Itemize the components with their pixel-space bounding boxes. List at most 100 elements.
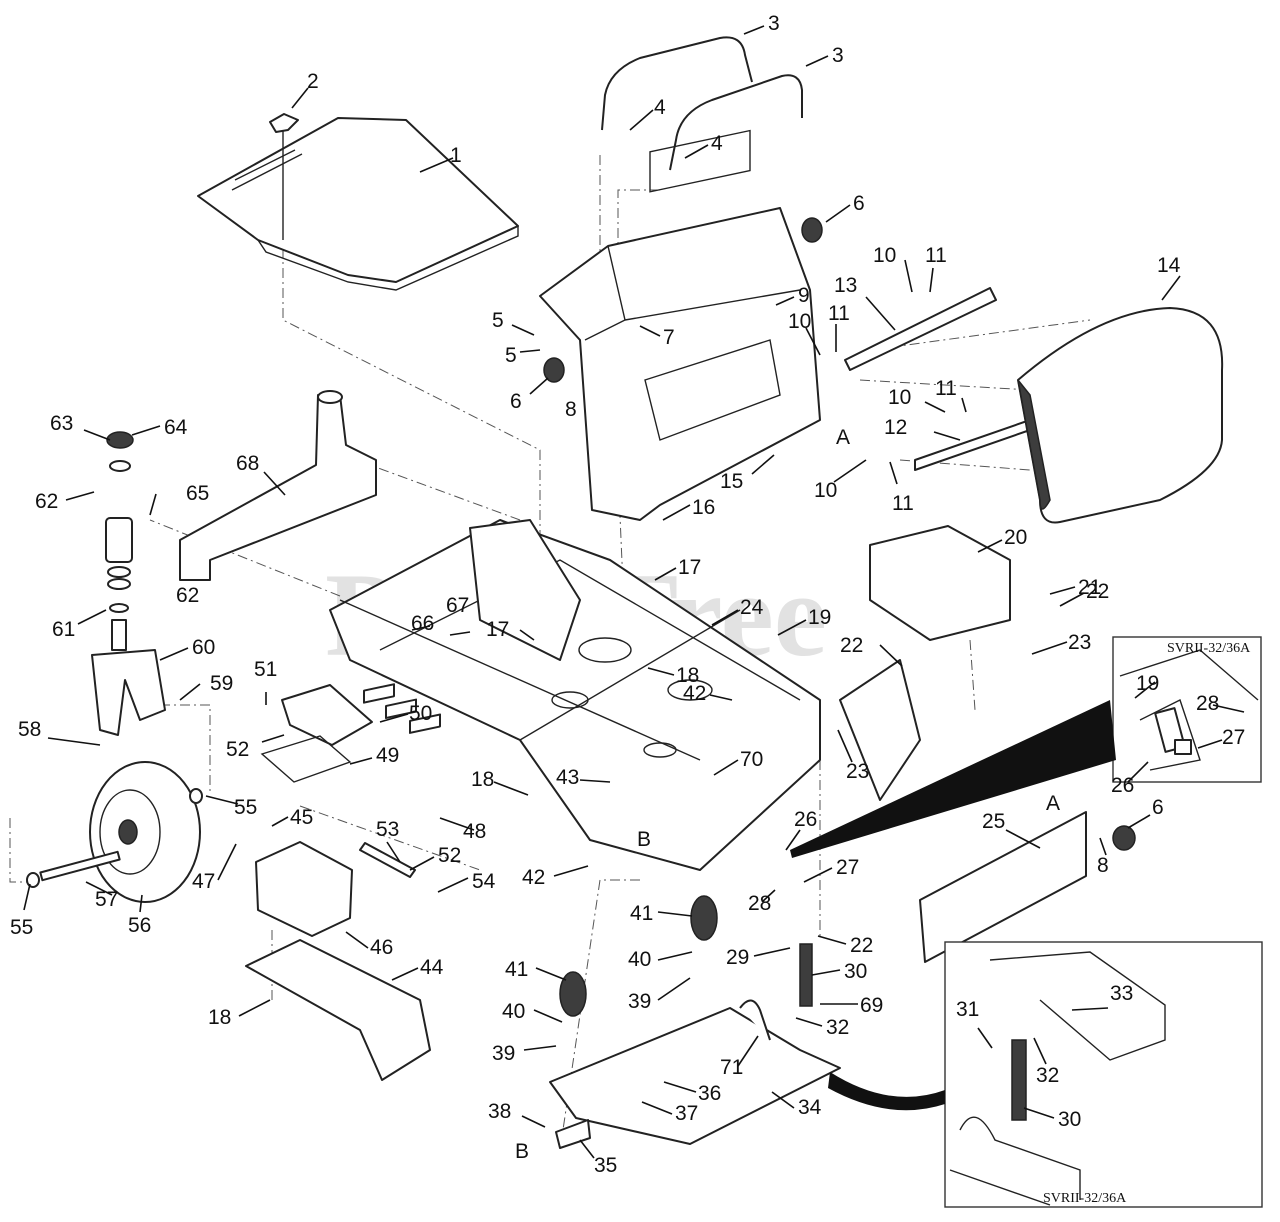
battery-area: [245, 683, 441, 1081]
inset-connector-top: [790, 700, 1116, 858]
callout-37: 37: [675, 1102, 698, 1125]
callout-7: 7: [663, 326, 675, 349]
callout-52a: 52: [226, 738, 249, 761]
callout-8a: 8: [565, 398, 577, 421]
callout-14: 14: [1157, 254, 1181, 277]
callout-16: 16: [692, 496, 715, 519]
callout-55b: 55: [10, 916, 33, 939]
callout-12: 12: [884, 416, 907, 439]
callout-41a: 41: [630, 902, 653, 925]
callout-17a: 17: [678, 556, 701, 579]
callout-25: 25: [982, 810, 1005, 833]
callout-63: 63: [50, 412, 73, 435]
callout-52b: 52: [438, 844, 461, 867]
callout-66: 66: [411, 612, 434, 635]
callout-4a: 4: [654, 96, 666, 119]
callout-9: 9: [798, 284, 810, 307]
callout-labels: 1 2 3 3 4 4 6 9 5 5 7 6 8 10 11 13 14 10…: [10, 12, 1245, 1177]
springs: [559, 895, 813, 1017]
callout-2: 2: [307, 70, 319, 93]
callout-19a: 19: [808, 606, 831, 629]
callout-10c: 10: [888, 386, 911, 409]
callout-13: 13: [834, 274, 857, 297]
callout-29: 29: [726, 946, 749, 969]
callout-44: 44: [420, 956, 444, 979]
callout-54: 54: [472, 870, 496, 893]
callout-18c: 18: [208, 1006, 231, 1029]
callout-10b: 10: [788, 310, 811, 333]
console-cover: [869, 525, 1011, 641]
callout-32b: 32: [1036, 1064, 1059, 1087]
inset-connector-bottom: [828, 1072, 945, 1111]
callout-19b: 19: [1136, 672, 1159, 695]
callout-6c: 6: [1152, 796, 1164, 819]
callout-40b: 40: [502, 1000, 525, 1023]
callout-10d: 10: [814, 479, 837, 502]
callout-30a: 30: [844, 960, 867, 983]
callout-32a: 32: [826, 1016, 849, 1039]
callout-30b: 30: [1058, 1108, 1081, 1131]
callout-62a: 62: [35, 490, 58, 513]
callout-36: 36: [698, 1082, 721, 1105]
callout-11b: 11: [828, 302, 850, 325]
callout-5b: 5: [505, 344, 517, 367]
leader-lines: [23, 25, 1245, 1159]
cam-knobs: [543, 217, 1136, 851]
callout-49: 49: [376, 744, 399, 767]
handle-bars: [601, 36, 803, 171]
control-tower: [539, 129, 821, 521]
callout-55a: 55: [234, 796, 257, 819]
callout-11c: 11: [935, 377, 957, 400]
callout-56: 56: [128, 914, 151, 937]
callout-18b: 18: [471, 768, 494, 791]
callout-51: 51: [254, 658, 277, 681]
inset-detail-bottom: SVRII-32/36A: [944, 941, 1263, 1208]
callout-58: 58: [18, 718, 41, 741]
callout-3a: 3: [768, 12, 780, 35]
callout-23b: 23: [846, 760, 869, 783]
callout-21: 21: [1078, 576, 1101, 599]
knob: [269, 113, 299, 240]
callout-b-footrest: B: [515, 1140, 529, 1163]
callout-39a: 39: [628, 990, 651, 1013]
caster-hub: [91, 431, 166, 736]
seat-brackets: [844, 287, 1087, 963]
callout-26b: 26: [794, 808, 817, 831]
callout-22a: 22: [1086, 580, 1109, 603]
callout-20: 20: [1004, 526, 1027, 549]
callout-70: 70: [740, 748, 763, 771]
main-frame: [329, 519, 921, 871]
callout-41b: 41: [505, 958, 528, 981]
callout-28a: 28: [1196, 692, 1219, 715]
cover-plate: [197, 117, 519, 291]
callout-40a: 40: [628, 948, 651, 971]
callout-57: 57: [95, 888, 118, 911]
callout-26a: 26: [1111, 774, 1134, 797]
callout-27a: 27: [1222, 726, 1245, 749]
callout-38: 38: [488, 1100, 511, 1123]
callout-34: 34: [798, 1096, 822, 1119]
caster-wheel: [26, 761, 203, 903]
callout-39b: 39: [492, 1042, 515, 1065]
callout-71: 71: [720, 1056, 743, 1079]
callout-10a: 10: [873, 244, 896, 267]
callout-3b: 3: [832, 44, 844, 67]
callout-64: 64: [164, 416, 188, 439]
callout-8b: 8: [1097, 854, 1109, 877]
callout-50: 50: [409, 702, 432, 725]
assembly-lines: [9, 155, 1091, 1151]
callout-69: 69: [860, 994, 883, 1017]
footrest: [549, 999, 841, 1149]
callout-a-tower: A: [836, 426, 850, 449]
callout-11d: 11: [892, 492, 914, 515]
callout-11a: 11: [925, 244, 947, 267]
callout-27b: 27: [836, 856, 859, 879]
callout-24: 24: [740, 596, 764, 619]
callout-33: 33: [1110, 982, 1133, 1005]
callout-5a: 5: [492, 309, 504, 332]
callout-53: 53: [376, 818, 399, 841]
callout-1: 1: [450, 144, 462, 167]
callout-35: 35: [594, 1154, 617, 1177]
inset-label-top: SVRII-32/36A: [1167, 641, 1251, 656]
